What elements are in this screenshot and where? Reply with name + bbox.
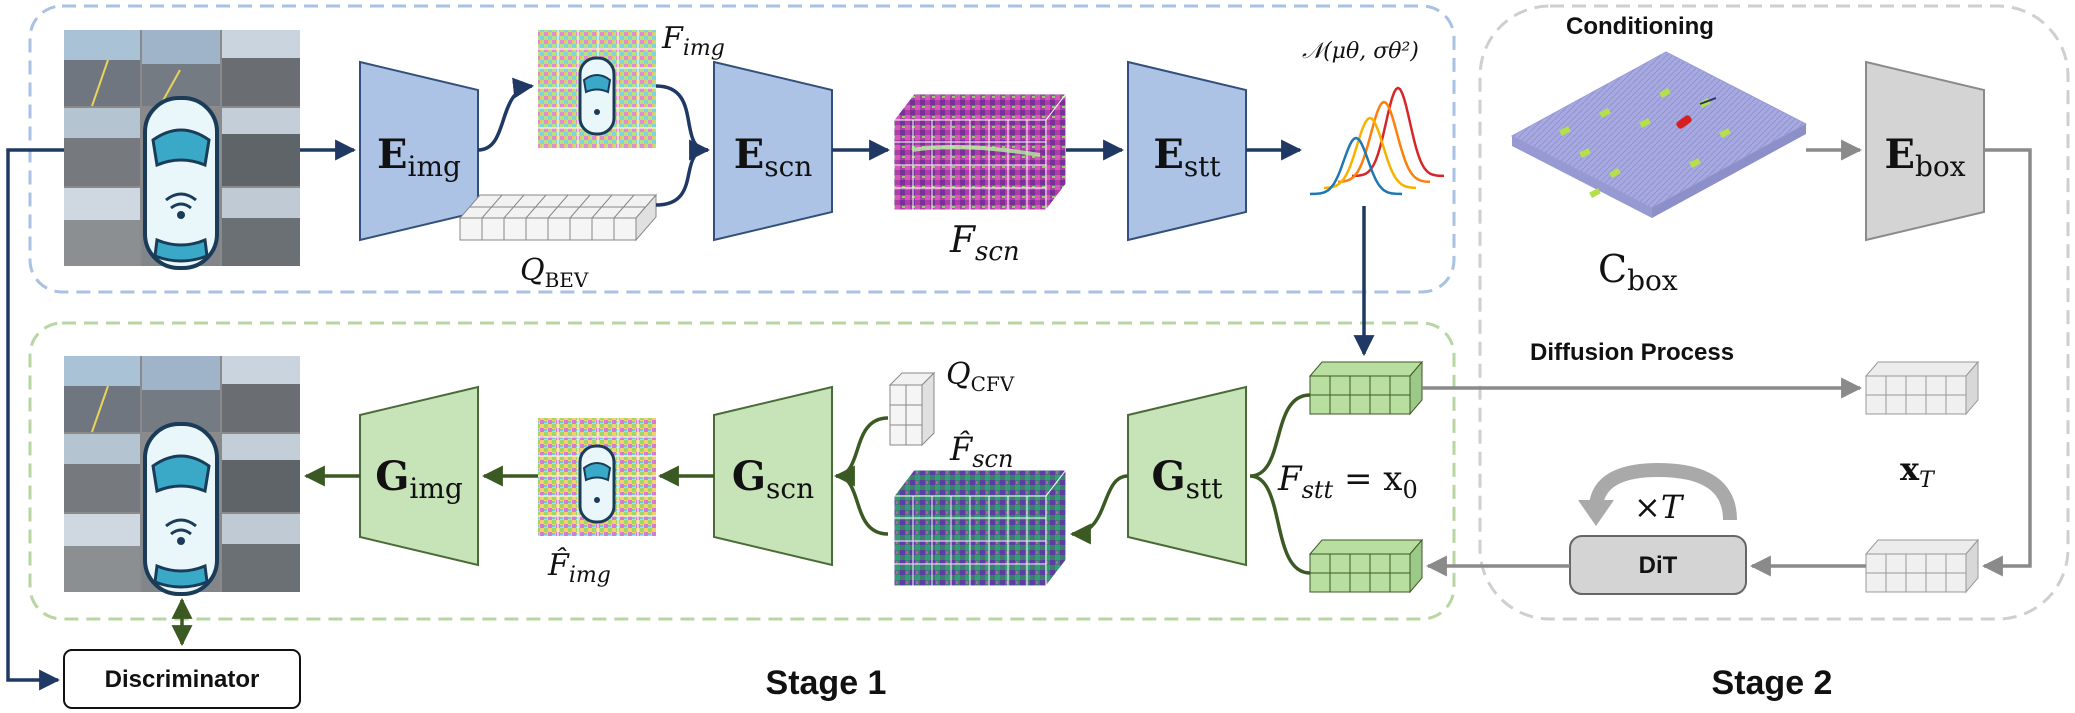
x-T-label: xT [1900,450,1936,493]
svg-text:Estt: Estt [1153,131,1221,183]
F-scn-hat-label: F̂scn [949,430,1013,473]
Q-BEV-label: QBEV [520,253,589,292]
x-T-grid-bottom [1864,538,1980,594]
decoder-stt: Gstt [1127,385,1247,567]
encoder-box: Ebox [1865,60,1985,242]
svg-text:Gscn: Gscn [732,453,814,505]
F-img-label: Fimg [661,21,725,61]
svg-text:Escn: Escn [734,131,813,183]
gaussian-curve [1337,100,1431,184]
times-T-label: ×T [1634,488,1685,526]
diffusion-process-label: Diffusion Process [1530,339,1734,366]
decoder-scn: Gscn [713,385,833,567]
Q-CFV-cube [888,371,936,447]
curved-loop-arrow-icon [1578,462,1737,526]
Q-BEV-grid [458,193,658,242]
F-scn-cube [892,92,1068,212]
F-scn-label: Fscn [949,220,1020,267]
gaussian-curve [1323,116,1417,190]
C-box-ground-plane [1510,51,1808,218]
normal-dist-label: 𝒩(μθ, σθ²) [1302,39,1419,64]
F-scn-hat-cube [892,468,1068,588]
feature-grid-icon [538,30,656,148]
svg-text:Gimg: Gimg [375,453,463,505]
F-stt-eq-label: Fstt = x0 [1277,459,1418,504]
stage1-decoder-region [28,321,1456,621]
stage1-label: Stage 1 [766,664,887,702]
F-img-hat-label: F̂img [547,548,611,588]
svg-text:Eimg: Eimg [377,131,461,183]
conditioning-label: Conditioning [1566,13,1714,40]
discriminator-block: Discriminator [63,649,301,709]
gaussian-curve [1352,86,1444,178]
svg-text:Discriminator: Discriminator [105,666,260,693]
encoder-scn: Escn [713,60,833,242]
F-stt-grid-top [1308,360,1424,416]
encoder-stt: Estt [1127,60,1247,242]
stage2-region [1478,4,2070,621]
car-wifi-icon [143,422,219,596]
car-wifi-icon [143,96,219,270]
gaussian-curve [1309,136,1403,196]
decoder-img: Gimg [359,385,479,567]
dit-block: DiT [1569,535,1747,595]
x-T-grid-top [1864,360,1980,416]
feature-grid-icon [538,418,656,536]
svg-text:DiT: DiT [1639,552,1678,579]
C-box-label: Cbox [1598,247,1678,297]
green-flow-arrows [171,393,1311,647]
encoder-img: Eimg [359,60,479,242]
gaussian-curves-icon [1309,86,1444,196]
gray-flow-arrows [1422,139,2032,577]
svg-text:Gstt: Gstt [1151,453,1223,505]
F-stt-grid-bottom [1308,538,1424,594]
svg-text:Ebox: Ebox [1884,131,1965,183]
stage2-label: Stage 2 [1712,664,1833,702]
Q-CFV-label: QCFV [946,357,1015,396]
blue-flow-arrows [6,77,1375,691]
